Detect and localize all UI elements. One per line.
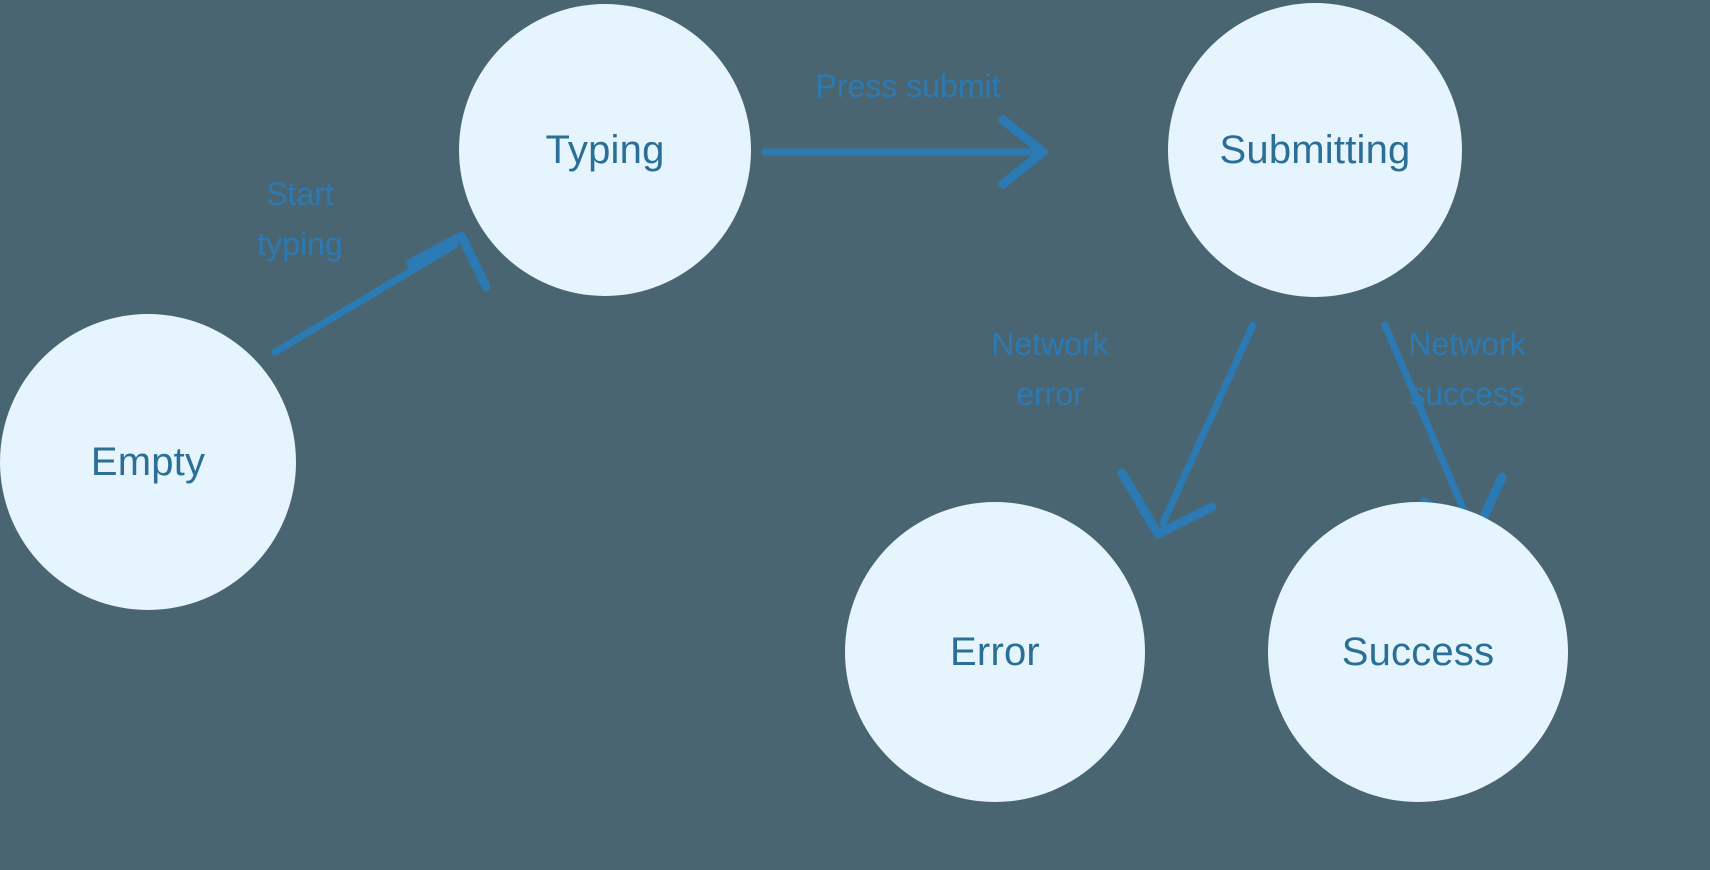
state-node-label: Error	[950, 630, 1040, 674]
state-node-error[interactable]: Error	[845, 502, 1145, 802]
edge-empty-to-typing	[271, 231, 491, 356]
state-node-label: Empty	[90, 440, 206, 484]
edge-submitting-to-error	[1117, 321, 1257, 539]
state-node-label: Submitting	[1219, 128, 1411, 172]
state-node-label: Success	[1341, 630, 1495, 674]
state-node-typing[interactable]: Typing	[459, 4, 751, 296]
state-node-submitting[interactable]: Submitting	[1168, 3, 1462, 297]
state-node-label: Typing	[545, 128, 665, 172]
state-node-empty[interactable]: Empty	[0, 314, 296, 610]
state-node-success[interactable]: Success	[1268, 502, 1568, 802]
edge-typing-to-submitting	[761, 115, 1048, 189]
